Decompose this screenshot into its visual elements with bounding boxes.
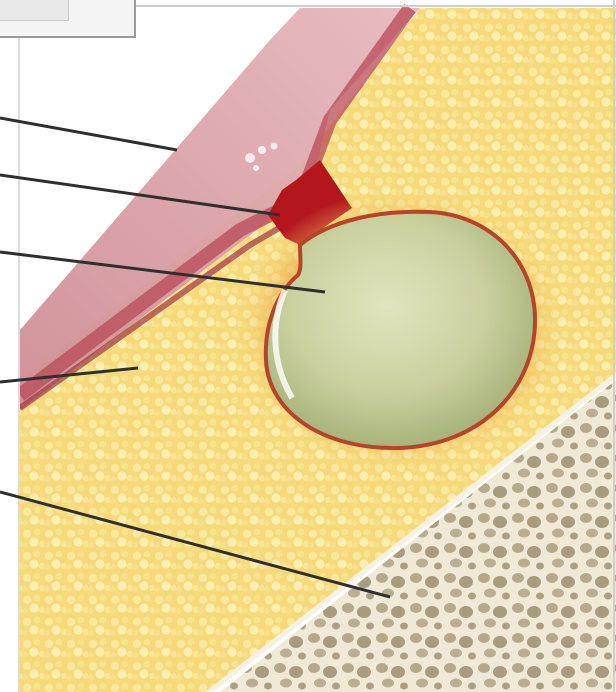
label-box-cell [0,0,69,21]
cyst [266,212,535,448]
label-box-corner [0,0,136,38]
